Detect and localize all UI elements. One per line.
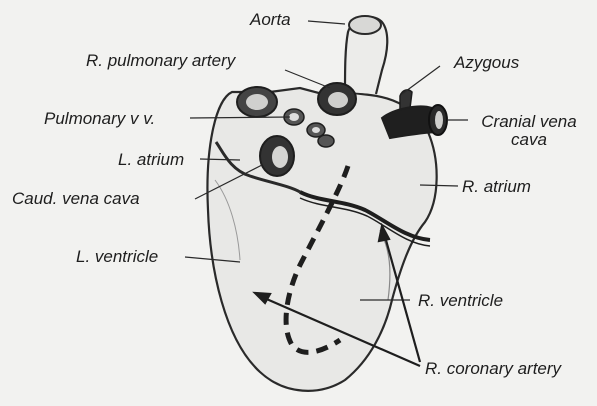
label-r-coronary-artery: R. coronary artery	[425, 360, 561, 378]
aorta-opening	[349, 16, 381, 34]
label-aorta: Aorta	[250, 11, 291, 29]
label-cranial-vena-cava: Cranial vena cava	[470, 113, 588, 149]
label-r-atrium: R. atrium	[462, 178, 531, 196]
label-r-ventricle: R. ventricle	[418, 292, 503, 310]
label-r-pulmonary-artery: R. pulmonary artery	[86, 52, 235, 70]
label-cranial-vena-cava-line1: Cranial vena	[470, 113, 588, 131]
label-azygous: Azygous	[454, 54, 519, 72]
label-pulmonary-vv: Pulmonary v v.	[44, 110, 155, 128]
label-l-ventricle: L. ventricle	[76, 248, 158, 266]
label-caud-vena-cava: Caud. vena cava	[12, 190, 140, 208]
label-cranial-vena-cava-line2: cava	[470, 131, 588, 149]
pulmonary-vein-3	[318, 135, 334, 147]
label-l-atrium: L. atrium	[118, 151, 184, 169]
